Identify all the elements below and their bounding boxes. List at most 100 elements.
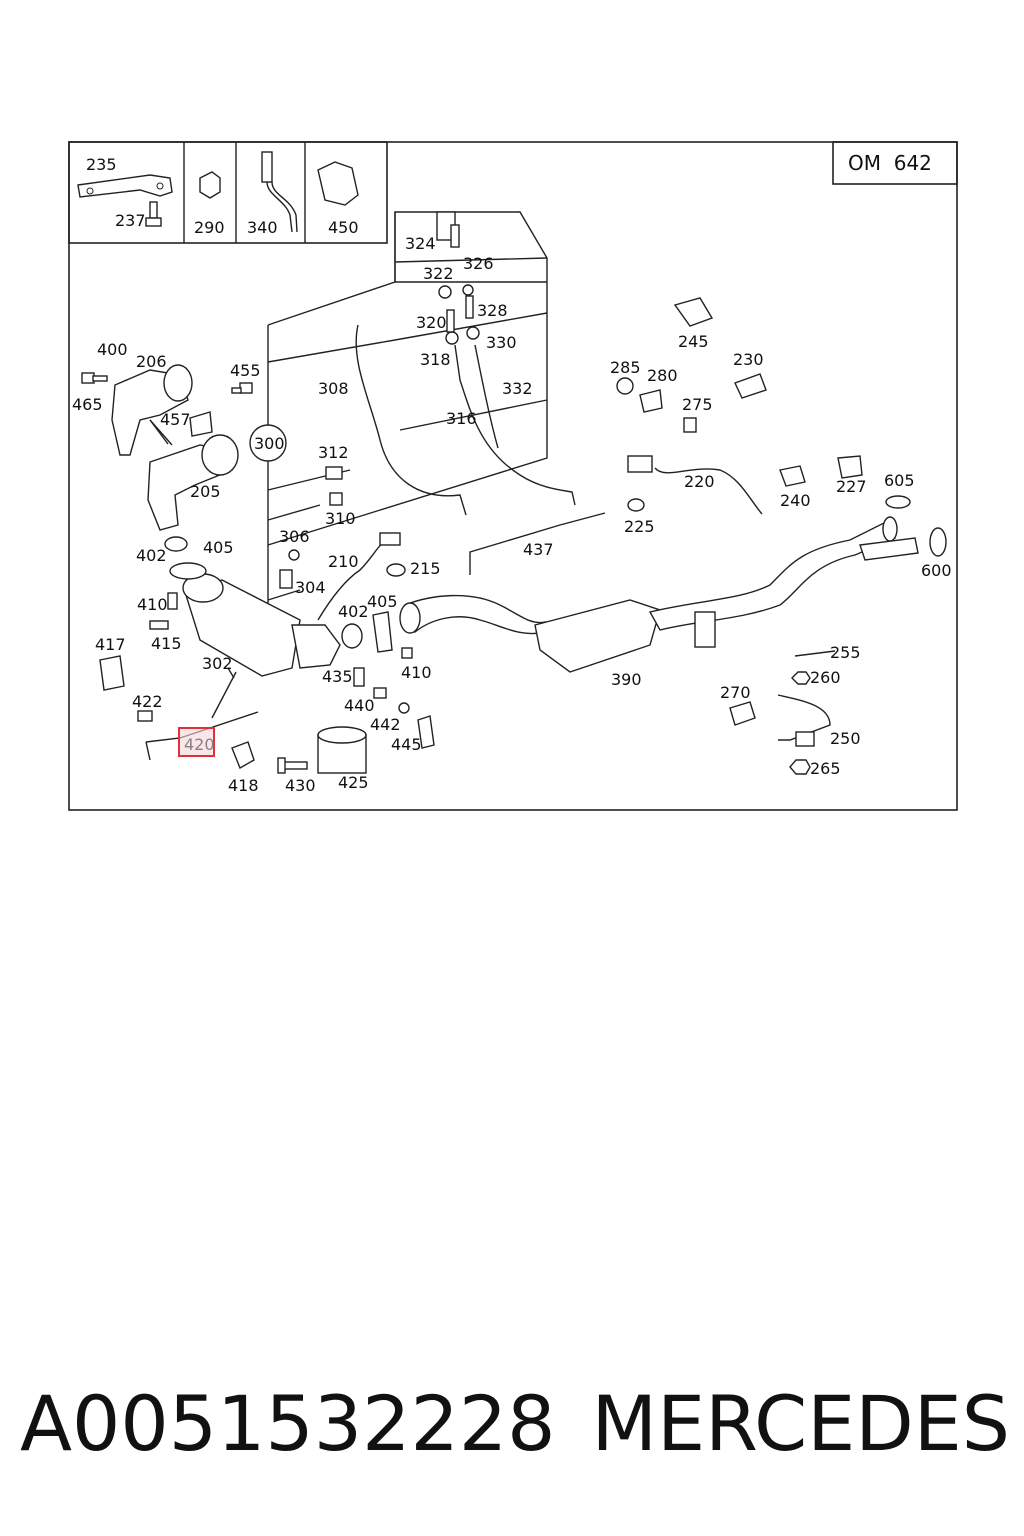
label-600: 600 xyxy=(921,561,952,580)
label-255: 255 xyxy=(830,643,861,662)
label-215: 215 xyxy=(410,559,441,578)
damper-425 xyxy=(317,726,367,774)
clip-245 xyxy=(673,297,714,327)
label-390: 390 xyxy=(611,670,642,689)
label-320: 320 xyxy=(416,313,447,332)
sensor-250-lead xyxy=(777,694,831,741)
connector-210 xyxy=(379,532,401,546)
label-206: 206 xyxy=(136,352,167,371)
arrow-302 xyxy=(211,671,237,719)
connector-250 xyxy=(795,731,815,747)
label-402a: 402 xyxy=(136,546,167,565)
sensor-312 xyxy=(325,466,343,480)
turbo-outlet-pipe xyxy=(111,364,239,531)
sensor-cluster xyxy=(436,211,480,345)
label-310: 310 xyxy=(325,509,356,528)
bolt-410b xyxy=(401,647,413,659)
label-440: 440 xyxy=(344,696,375,715)
clip-304 xyxy=(279,569,293,589)
gasket-402a xyxy=(164,536,188,552)
label-275: 275 xyxy=(682,395,713,414)
inset-label-290: 290 xyxy=(194,218,225,237)
label-455: 455 xyxy=(230,361,261,380)
label-400: 400 xyxy=(97,340,128,359)
callout-300 xyxy=(249,424,287,462)
label-422: 422 xyxy=(132,692,163,711)
label-430: 430 xyxy=(285,776,316,795)
connector-220 xyxy=(627,455,653,473)
label-322: 322 xyxy=(423,264,454,283)
bolt-455 xyxy=(231,382,253,394)
label-270: 270 xyxy=(720,683,751,702)
label-308: 308 xyxy=(318,379,349,398)
label-465: 465 xyxy=(72,395,103,414)
nut-225 xyxy=(627,498,645,512)
label-240: 240 xyxy=(780,491,811,510)
label-457: 457 xyxy=(160,410,191,429)
connector-230 xyxy=(734,373,767,399)
arrow-457 xyxy=(149,419,169,445)
label-324: 324 xyxy=(405,234,436,253)
label-410b: 410 xyxy=(401,663,432,682)
inset-panel: 235 237 290 340 450 xyxy=(68,141,388,244)
inset-label-340: 340 xyxy=(247,218,278,237)
nut-215 xyxy=(386,563,406,577)
label-402b: 402 xyxy=(338,602,369,621)
hanger-240 xyxy=(779,465,806,487)
label-304: 304 xyxy=(295,578,326,597)
nut-285 xyxy=(616,377,634,395)
label-230: 230 xyxy=(733,350,764,369)
inset-label-235: 235 xyxy=(86,155,117,174)
bolt-440 xyxy=(373,687,387,699)
label-225: 225 xyxy=(624,517,655,536)
label-415: 415 xyxy=(151,634,182,653)
shield-450 xyxy=(317,161,359,206)
washer-442 xyxy=(398,702,410,714)
label-227: 227 xyxy=(836,477,867,496)
diagram-frame xyxy=(68,141,958,811)
label-332: 332 xyxy=(502,379,533,398)
connector-270 xyxy=(729,701,756,726)
sensor-220-lead xyxy=(654,467,763,515)
label-405a: 405 xyxy=(203,538,234,557)
label-265: 265 xyxy=(810,759,841,778)
sensor-lead-316 xyxy=(454,344,576,506)
bracket-445 xyxy=(417,715,435,749)
inset-label-237: 237 xyxy=(115,211,146,230)
sensor-415 xyxy=(149,620,169,630)
label-302: 302 xyxy=(202,654,233,673)
engine-code-box: OM 642 xyxy=(832,141,958,185)
strap-255 xyxy=(794,650,836,657)
label-405b: 405 xyxy=(367,592,398,611)
label-285: 285 xyxy=(610,358,641,377)
plate-435 xyxy=(353,667,365,687)
brand-name: MERCEDES xyxy=(591,1378,1010,1468)
sensor-lead-308 xyxy=(355,324,467,516)
bolt-465 xyxy=(81,372,108,384)
label-280: 280 xyxy=(647,366,678,385)
label-605: 605 xyxy=(884,471,915,490)
label-417: 417 xyxy=(95,635,126,654)
label-330: 330 xyxy=(486,333,517,352)
label-210: 210 xyxy=(328,552,359,571)
bolt-275 xyxy=(683,417,697,433)
bracket-235 xyxy=(77,174,173,198)
label-318: 318 xyxy=(420,350,451,369)
label-300: 300 xyxy=(254,434,285,453)
sensor-lead-437 xyxy=(469,512,606,575)
label-445: 445 xyxy=(391,735,422,754)
hanger-227 xyxy=(837,455,863,479)
label-420: 420 xyxy=(184,735,215,754)
nut-265 xyxy=(789,759,811,775)
label-316: 316 xyxy=(446,409,477,428)
sensor-310 xyxy=(329,492,343,506)
nut-422 xyxy=(137,710,153,722)
clip-280 xyxy=(639,389,663,413)
label-442: 442 xyxy=(370,715,401,734)
clamp-405b xyxy=(372,611,393,653)
highlight-box-420 xyxy=(178,727,215,757)
label-245: 245 xyxy=(678,332,709,351)
gasket-402b xyxy=(341,623,363,649)
clip-290 xyxy=(199,171,221,199)
label-220: 220 xyxy=(684,472,715,491)
